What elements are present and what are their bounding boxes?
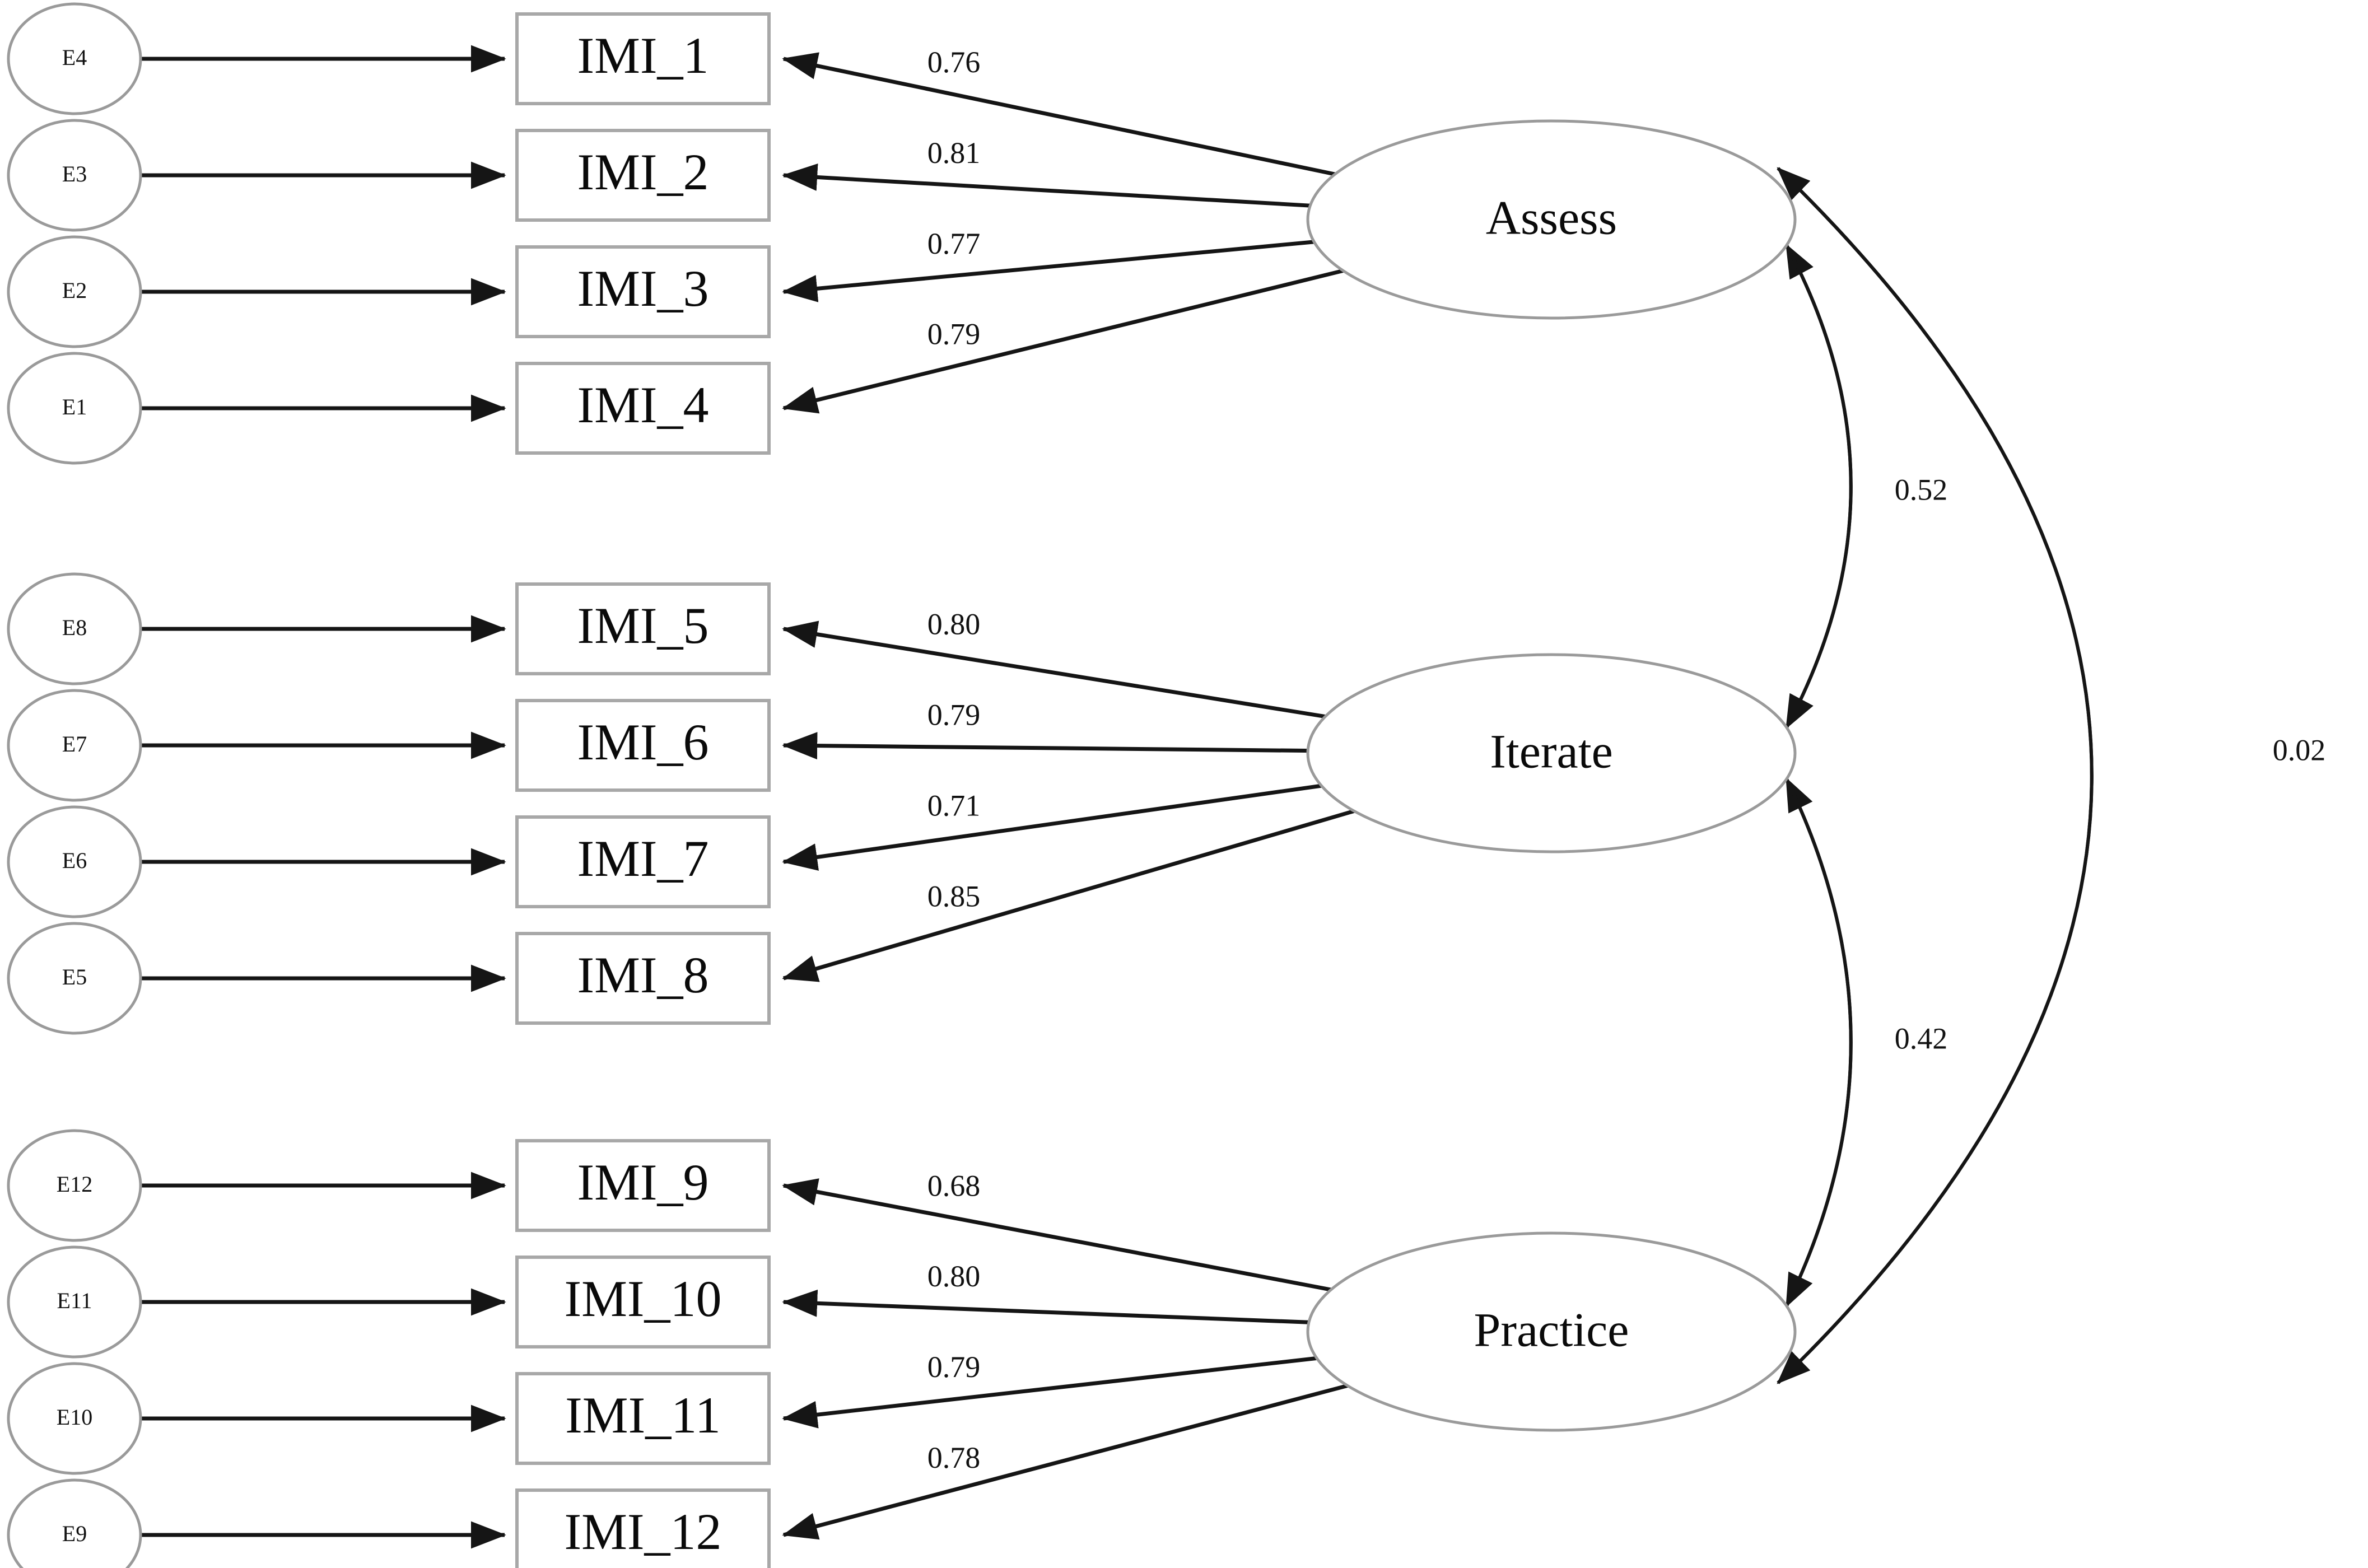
loading-path-assess-imi1: [782, 52, 1336, 176]
latent-factor-practice: [1306, 1231, 1797, 1432]
error-term-label: E7: [62, 731, 87, 757]
edges-layer: [141, 45, 2094, 1549]
indicator-label: IMI_4: [577, 376, 708, 433]
indicator-label: IMI_1: [577, 27, 708, 84]
error-term-e7: [7, 689, 142, 802]
error-term-label: E6: [62, 848, 87, 873]
error-term-e8: [7, 572, 142, 685]
error-term-e10: [7, 1362, 142, 1475]
loading-path-iterate-imi6: [782, 732, 1308, 760]
error-term-label: E8: [62, 615, 87, 640]
loading-path-iterate-imi8: [782, 809, 1355, 982]
error-term-label: E2: [62, 278, 87, 303]
loading-path-assess-imi4: [782, 268, 1344, 414]
loading-coefficient-imi12: 0.78: [927, 1441, 981, 1474]
indicator-box-imi7: [515, 815, 771, 908]
indicator-label: IMI_11: [565, 1387, 721, 1444]
indicator-label: IMI_12: [564, 1503, 721, 1560]
latent-factor-assess: [1306, 119, 1797, 320]
error-term-e12: [7, 1129, 142, 1242]
loading-path-iterate-imi7: [782, 783, 1322, 871]
loading-coefficient-imi1: 0.76: [927, 45, 981, 79]
loading-coefficient-imi5: 0.80: [927, 608, 981, 641]
loading-coefficient-imi2: 0.81: [927, 136, 981, 170]
coefficient-labels-layer: 0.76 0.81 0.77 0.79 0.80 0.79 0.71 0.85 0.68 0.80…: [927, 45, 2326, 1474]
cov-assess-practice-head-b: [1777, 167, 2094, 1384]
covariance-coefficient-assess-iterate: 0.52: [1895, 473, 1948, 506]
loading-coefficient-imi8: 0.85: [927, 879, 981, 913]
covariance-coefficient-iterate-practice: 0.42: [1895, 1021, 1948, 1055]
indicator-box-imi3: [515, 245, 771, 338]
indicator-label: IMI_6: [577, 713, 708, 771]
loading-coefficient-imi7: 0.71: [927, 788, 981, 822]
indicator-box-imi5: [515, 582, 771, 675]
error-term-e3: [7, 119, 142, 232]
error-term-e2: [7, 235, 142, 348]
indicator-label: IMI_3: [577, 260, 708, 317]
error-term-label: E5: [62, 964, 87, 990]
indicator-label: IMI_10: [564, 1270, 721, 1327]
loading-path-practice-imi10: [782, 1289, 1309, 1324]
indicators-layer: IMI_1IMI_2IMI_3IMI_4IMI_5IMI_6IMI_7IMI_8…: [515, 12, 771, 1568]
loading-path-assess-imi2: [782, 164, 1311, 208]
indicator-box-imi8: [515, 932, 771, 1025]
indicator-box-imi11: [515, 1372, 771, 1465]
indicator-label: IMI_9: [577, 1154, 708, 1211]
indicator-label: IMI_7: [577, 830, 708, 887]
error-term-e9: [7, 1478, 142, 1568]
loading-coefficient-imi6: 0.79: [927, 698, 981, 731]
loading-coefficient-imi3: 0.77: [927, 227, 981, 260]
error-term-label: E12: [57, 1172, 92, 1197]
loading-coefficient-imi9: 0.68: [927, 1169, 981, 1202]
indicator-label: IMI_8: [577, 946, 708, 1004]
indicator-label: IMI_5: [577, 597, 708, 654]
indicator-box-imi12: [515, 1488, 771, 1568]
error-term-e4: [7, 2, 142, 115]
indicator-box-imi2: [515, 129, 771, 222]
error-term-e6: [7, 805, 142, 918]
error-term-label: E4: [62, 45, 87, 70]
loading-coefficient-imi11: 0.79: [927, 1350, 981, 1384]
cov-iterate-practice-head-b: [1785, 778, 1853, 1308]
error-term-e11: [7, 1245, 142, 1359]
indicator-box-imi6: [515, 699, 771, 792]
loading-path-practice-imi12: [782, 1383, 1348, 1540]
loading-path-practice-imi9: [782, 1178, 1332, 1292]
error-term-e5: [7, 922, 142, 1035]
error-term-label: E3: [62, 161, 87, 186]
indicator-label: IMI_2: [577, 143, 708, 200]
latent-factor-label: Iterate: [1490, 725, 1613, 778]
indicator-box-imi1: [515, 12, 771, 105]
cov-assess-iterate-head-b: [1785, 244, 1853, 729]
latent-factor-label: Practice: [1474, 1303, 1629, 1357]
error-term-label: E11: [57, 1288, 92, 1313]
error-term-label: E10: [57, 1404, 92, 1430]
latent-factor-label: Assess: [1486, 191, 1617, 245]
error-term-label: E1: [62, 394, 87, 419]
loading-coefficient-imi10: 0.80: [927, 1259, 981, 1293]
loading-path-practice-imi11: [782, 1356, 1317, 1429]
loading-path-assess-imi3: [782, 240, 1314, 302]
error-term-e1: [7, 352, 142, 465]
latent-factor-iterate: [1306, 653, 1797, 853]
indicator-box-imi4: [515, 362, 771, 455]
error-term-label: E9: [62, 1521, 87, 1546]
loading-coefficient-imi4: 0.79: [927, 318, 981, 351]
indicator-box-imi10: [515, 1256, 771, 1348]
loading-path-iterate-imi5: [782, 620, 1326, 719]
covariance-coefficient-assess-practice: 0.02: [2273, 733, 2326, 767]
indicator-box-imi9: [515, 1139, 771, 1232]
